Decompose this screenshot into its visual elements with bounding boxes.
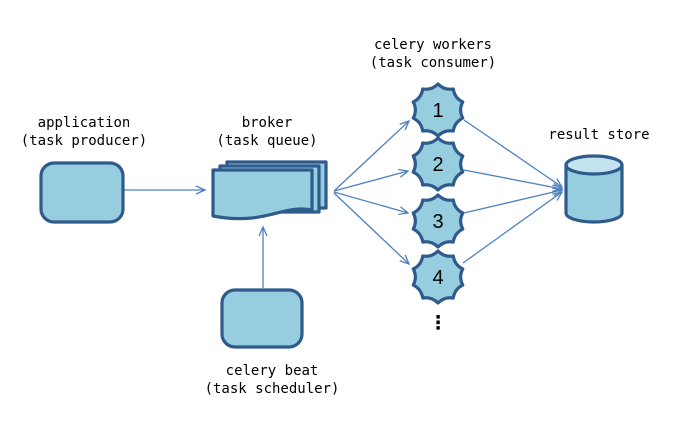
more-workers-ellipsis: ⋮: [429, 312, 448, 334]
node-celery-beat: celery beat (task scheduler): [205, 288, 340, 397]
arrow-worker-1-to-result-store: [463, 119, 564, 188]
arrow-worker-2-to-result-store: [463, 169, 564, 192]
worker-node-2: 2: [411, 136, 465, 192]
celery-beat-label-line2: (task scheduler): [205, 381, 340, 397]
node-broker: broker (task queue): [211, 115, 328, 221]
arrow-worker-3-to-result-store: [463, 187, 564, 214]
result-store-cylinder-top: [564, 154, 624, 176]
arrow-broker-to-worker-4: [333, 192, 411, 266]
arrow-broker-to-worker-1: [333, 119, 411, 192]
broker-sheet-front: [211, 168, 314, 221]
arrow-broker-to-worker-2: [333, 168, 410, 192]
celery-beat-box: [220, 288, 304, 349]
worker-number-1: 1: [432, 100, 443, 122]
node-application: application (task producer): [21, 115, 147, 224]
node-result-store: result store: [548, 127, 650, 224]
arrow-broker-to-worker-3: [333, 191, 410, 216]
result-store-cylinder-body: [564, 165, 624, 224]
application-box: [39, 161, 125, 224]
workers-label-line2: (task consumer): [370, 55, 496, 71]
worker-number-3: 3: [432, 211, 443, 233]
result-store-label: result store: [548, 127, 649, 143]
broker-label-line1: broker: [242, 115, 293, 131]
celery-beat-label-line1: celery beat: [226, 363, 319, 379]
worker-node-3: 3: [411, 193, 465, 249]
application-label-line1: application: [38, 115, 131, 131]
node-group-workers: celery workers (task consumer) 1 2 3 4 ⋮: [370, 37, 496, 334]
application-label-line2: (task producer): [21, 133, 147, 149]
broker-label-line2: (task queue): [216, 133, 317, 149]
workers-label-line1: celery workers: [374, 37, 492, 53]
arrow-worker-4-to-result-store: [462, 191, 564, 264]
worker-number-2: 2: [432, 154, 443, 176]
worker-node-1: 1: [411, 82, 465, 138]
worker-node-4: 4: [411, 249, 465, 305]
edges: [123, 119, 564, 288]
worker-number-4: 4: [432, 267, 443, 289]
